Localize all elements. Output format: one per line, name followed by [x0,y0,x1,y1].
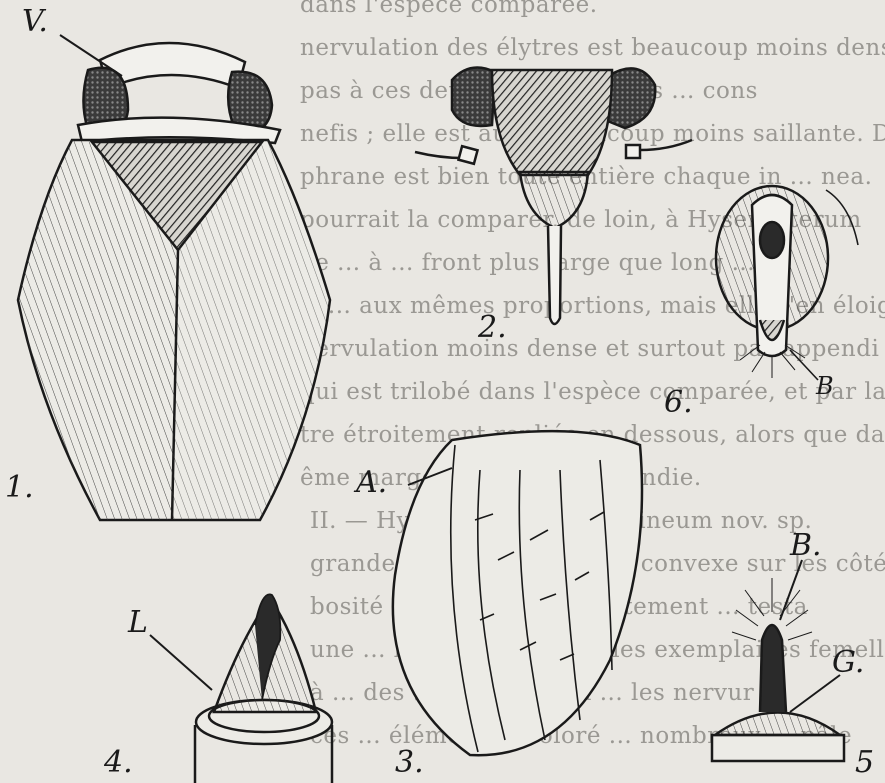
fig5-base-plate [712,735,844,761]
fig2-clypeus [520,172,588,228]
fig4-callout-line [150,635,212,690]
fig5-flange [715,713,840,736]
figure-5-structure [712,560,844,761]
fig2-rostrum [548,226,561,324]
fig6-callout-line [790,350,818,380]
figure-1-insect-dorsal [18,35,330,520]
fig4-callout-l: L [128,605,148,640]
figure-3-elytron [393,431,642,755]
figure-4-cone [150,594,332,783]
fig5-number: 5 [855,745,874,780]
fig1-callout-v: V. [22,4,48,39]
fig2-eye-left [452,68,495,127]
fig6-antenna [826,190,858,245]
fig1-number: 1. [5,470,34,505]
fig6-number: 6. [664,385,693,420]
fig5-callout-g: G. [832,645,864,680]
fig2-number: 2. [478,310,507,345]
fig6-inner-opening [760,222,784,258]
fig5-callout-g-line [790,675,840,712]
fig6-callout-b: B [816,372,834,400]
fig3-callout-a: A. [356,465,387,500]
fig2-frons [492,70,612,175]
fig2-antenna-base-right [626,145,640,158]
figure-2-head-front [415,68,692,325]
fig5-callout-b: B. [790,528,822,563]
fig3-outline [393,431,642,755]
fig5-callout-b-line [780,560,802,620]
fig4-number: 4. [104,745,133,780]
fig2-antenna-base-left [458,146,477,164]
fig3-number: 3. [395,745,424,780]
figure-6-oval-structure [716,186,858,380]
fig2-antenna-left [415,152,462,158]
fig5-stalk [760,625,786,712]
fig2-antenna-right [640,140,692,150]
